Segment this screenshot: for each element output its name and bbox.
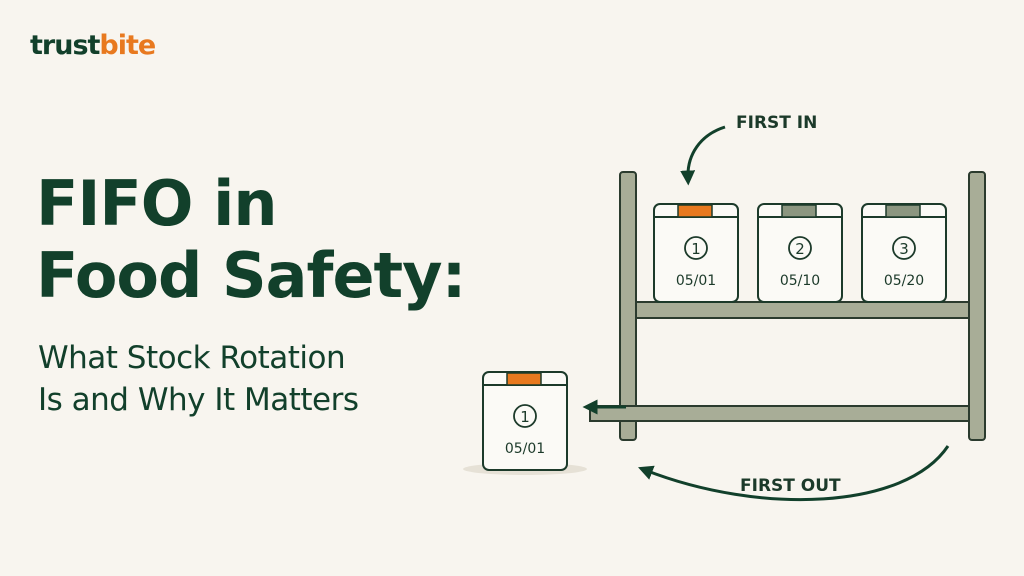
container-body <box>757 203 843 303</box>
page-title: FIFO in Food Safety: <box>36 167 466 312</box>
container-number: 3 <box>899 240 909 258</box>
container-3: 3 05/20 <box>861 203 947 303</box>
container-body <box>861 203 947 303</box>
shelf-post-right <box>968 171 986 441</box>
first-out-arrow-icon <box>638 445 950 502</box>
shelf-board-top <box>635 301 970 319</box>
container-date: 05/01 <box>505 441 545 457</box>
number-circle-icon <box>788 236 812 260</box>
number-circle-icon <box>513 404 537 428</box>
page-subtitle: What Stock Rotation Is and Why It Matter… <box>38 337 359 421</box>
brand-logo: trustbite <box>30 30 156 61</box>
first-out-label: FIRST OUT <box>740 476 841 496</box>
container-number: 1 <box>520 408 530 426</box>
logo-part-bite: bite <box>99 30 156 61</box>
number-circle-icon <box>684 236 708 260</box>
container-body <box>653 203 739 303</box>
container-lid-tab <box>781 204 817 218</box>
container-2: 2 05/10 <box>757 203 843 303</box>
subtitle-line-2: Is and Why It Matters <box>38 382 359 418</box>
container-number: 1 <box>691 240 701 258</box>
shelf-board-bottom <box>589 405 970 422</box>
logo-part-trust: trust <box>30 30 100 61</box>
title-line-1: FIFO in <box>36 167 277 240</box>
container-1: 1 05/01 <box>653 203 739 303</box>
container-lid-tab <box>506 372 542 386</box>
container-lid-tab <box>885 204 921 218</box>
first-in-label: FIRST IN <box>736 113 817 133</box>
container-body <box>482 371 568 471</box>
subtitle-line-1: What Stock Rotation <box>38 340 346 376</box>
container-lid-tab <box>677 204 713 218</box>
container-date: 05/20 <box>884 273 924 289</box>
container-date: 05/10 <box>780 273 820 289</box>
shelf-post-left <box>619 171 637 441</box>
title-line-2: Food Safety: <box>36 239 466 312</box>
removed-container: 1 05/01 <box>463 371 587 475</box>
container-date: 05/01 <box>676 273 716 289</box>
number-circle-icon <box>892 236 916 260</box>
container-number: 2 <box>795 240 805 258</box>
first-in-arrow-icon <box>680 125 726 186</box>
